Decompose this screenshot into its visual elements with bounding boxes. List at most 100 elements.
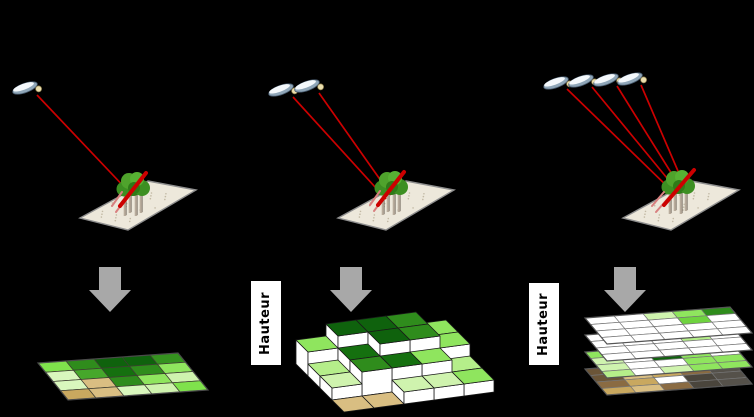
ground-speckle bbox=[154, 207, 156, 209]
lidar-beam bbox=[640, 84, 685, 186]
ground-speckle bbox=[129, 217, 132, 220]
voxel-top-face bbox=[349, 355, 393, 373]
beam-footprint-mark bbox=[662, 168, 696, 207]
ground-speckle bbox=[150, 192, 153, 194]
layers-visualization bbox=[583, 306, 754, 396]
ground-speckle bbox=[164, 198, 166, 201]
panel-2-two-satellites bbox=[268, 79, 495, 413]
ground-speckle bbox=[422, 195, 425, 198]
lidar-beam bbox=[36, 94, 130, 193]
ground-speckle bbox=[682, 206, 685, 208]
satellite-sensor-pod bbox=[640, 76, 647, 84]
ground-speckle bbox=[115, 217, 117, 219]
grid-outline bbox=[36, 352, 210, 401]
beam-echo-mark bbox=[369, 190, 381, 206]
ground-plot bbox=[336, 180, 456, 231]
ground-speckle bbox=[422, 198, 424, 201]
ground-speckle bbox=[672, 217, 675, 220]
beam-footprint-mark bbox=[376, 170, 406, 207]
satellite-highlight bbox=[295, 80, 316, 90]
lidar-beam bbox=[292, 96, 387, 200]
beam-echo-mark bbox=[111, 191, 123, 207]
lidar-beam bbox=[616, 85, 681, 188]
ground-speckle bbox=[115, 214, 118, 216]
satellite-sensor-pod bbox=[35, 85, 42, 93]
satellite-highlight bbox=[269, 84, 290, 94]
ground-speckle bbox=[697, 207, 699, 209]
ground-speckle bbox=[164, 195, 167, 198]
satellite-highlight bbox=[544, 77, 565, 87]
ground-speckle bbox=[412, 207, 414, 209]
down-arrow-icon bbox=[89, 267, 131, 312]
height-axis-label-layers: Hauteur bbox=[529, 283, 559, 365]
lidar-beam bbox=[591, 86, 677, 190]
height-layer bbox=[583, 306, 754, 345]
satellite-icon bbox=[617, 72, 647, 86]
ground-speckle bbox=[653, 204, 656, 207]
beam-echo-mark bbox=[651, 191, 665, 207]
ground-speckle bbox=[372, 219, 375, 222]
ground-speckle bbox=[358, 216, 361, 218]
ground-speckle bbox=[101, 213, 103, 216]
raster-visualization bbox=[36, 352, 210, 401]
ground-speckle bbox=[658, 214, 661, 216]
ground-speckle bbox=[693, 195, 695, 197]
satellite-icon bbox=[268, 83, 298, 97]
satellite-highlight bbox=[594, 74, 615, 84]
ground-speckle bbox=[643, 216, 646, 218]
height-axis-label-text: Hauteur bbox=[536, 292, 552, 356]
panel-1-single-satellite bbox=[12, 81, 210, 401]
ground-speckle bbox=[408, 192, 411, 194]
height-axis-label-voxel: Hauteur bbox=[251, 281, 281, 365]
voxel-top-face bbox=[391, 375, 435, 393]
ground-speckle bbox=[408, 195, 410, 197]
ground-speckle bbox=[100, 216, 103, 218]
voxel-visualization bbox=[295, 311, 495, 413]
ground-speckle bbox=[683, 203, 685, 206]
lidar-beam bbox=[566, 88, 673, 192]
ground-speckle bbox=[708, 192, 710, 195]
ground-speckle bbox=[707, 195, 710, 198]
ground-speckle bbox=[128, 220, 131, 223]
ground-speckle bbox=[644, 210, 647, 213]
ground-speckle bbox=[671, 220, 674, 223]
satellite-sensor-pod bbox=[317, 83, 324, 91]
voxel-ground-cell bbox=[331, 395, 375, 413]
grid-outline bbox=[583, 306, 754, 345]
ground-speckle bbox=[707, 198, 709, 201]
down-arrow-icon bbox=[330, 267, 372, 312]
satellite-icon bbox=[12, 81, 42, 95]
ground-speckle bbox=[658, 217, 660, 219]
lidar-beam bbox=[318, 92, 392, 196]
ground-speckle bbox=[386, 220, 389, 223]
voxel-top-face bbox=[319, 371, 363, 389]
ground-speckle bbox=[101, 210, 104, 213]
ground-speckle bbox=[359, 210, 362, 213]
ground-speckle bbox=[423, 192, 425, 195]
ground-speckle bbox=[692, 197, 695, 200]
voxel-top-face bbox=[367, 327, 411, 345]
ground-speckle bbox=[682, 209, 684, 211]
down-arrow-icon bbox=[604, 267, 646, 312]
ground-speckle bbox=[149, 197, 152, 200]
height-axis-label-text: Hauteur bbox=[258, 291, 274, 355]
ground-speckle bbox=[165, 192, 167, 195]
voxel-front-face bbox=[361, 367, 393, 397]
satellite-icon bbox=[543, 76, 573, 90]
ground-speckle bbox=[657, 219, 660, 222]
ground-speckle bbox=[387, 217, 390, 220]
satellite-highlight bbox=[618, 73, 639, 83]
ground-speckle bbox=[644, 213, 646, 216]
ground-speckle bbox=[407, 197, 410, 200]
ground-speckle bbox=[373, 217, 375, 219]
ground-speckle bbox=[111, 202, 114, 204]
ground-plot bbox=[78, 180, 198, 231]
ground-speckle bbox=[373, 214, 376, 216]
ground-speckle bbox=[114, 219, 117, 222]
satellite-highlight bbox=[13, 82, 34, 92]
panel-3-four-satellites bbox=[543, 72, 754, 396]
satellite-highlight bbox=[569, 75, 590, 85]
ground-speckle bbox=[359, 213, 361, 216]
